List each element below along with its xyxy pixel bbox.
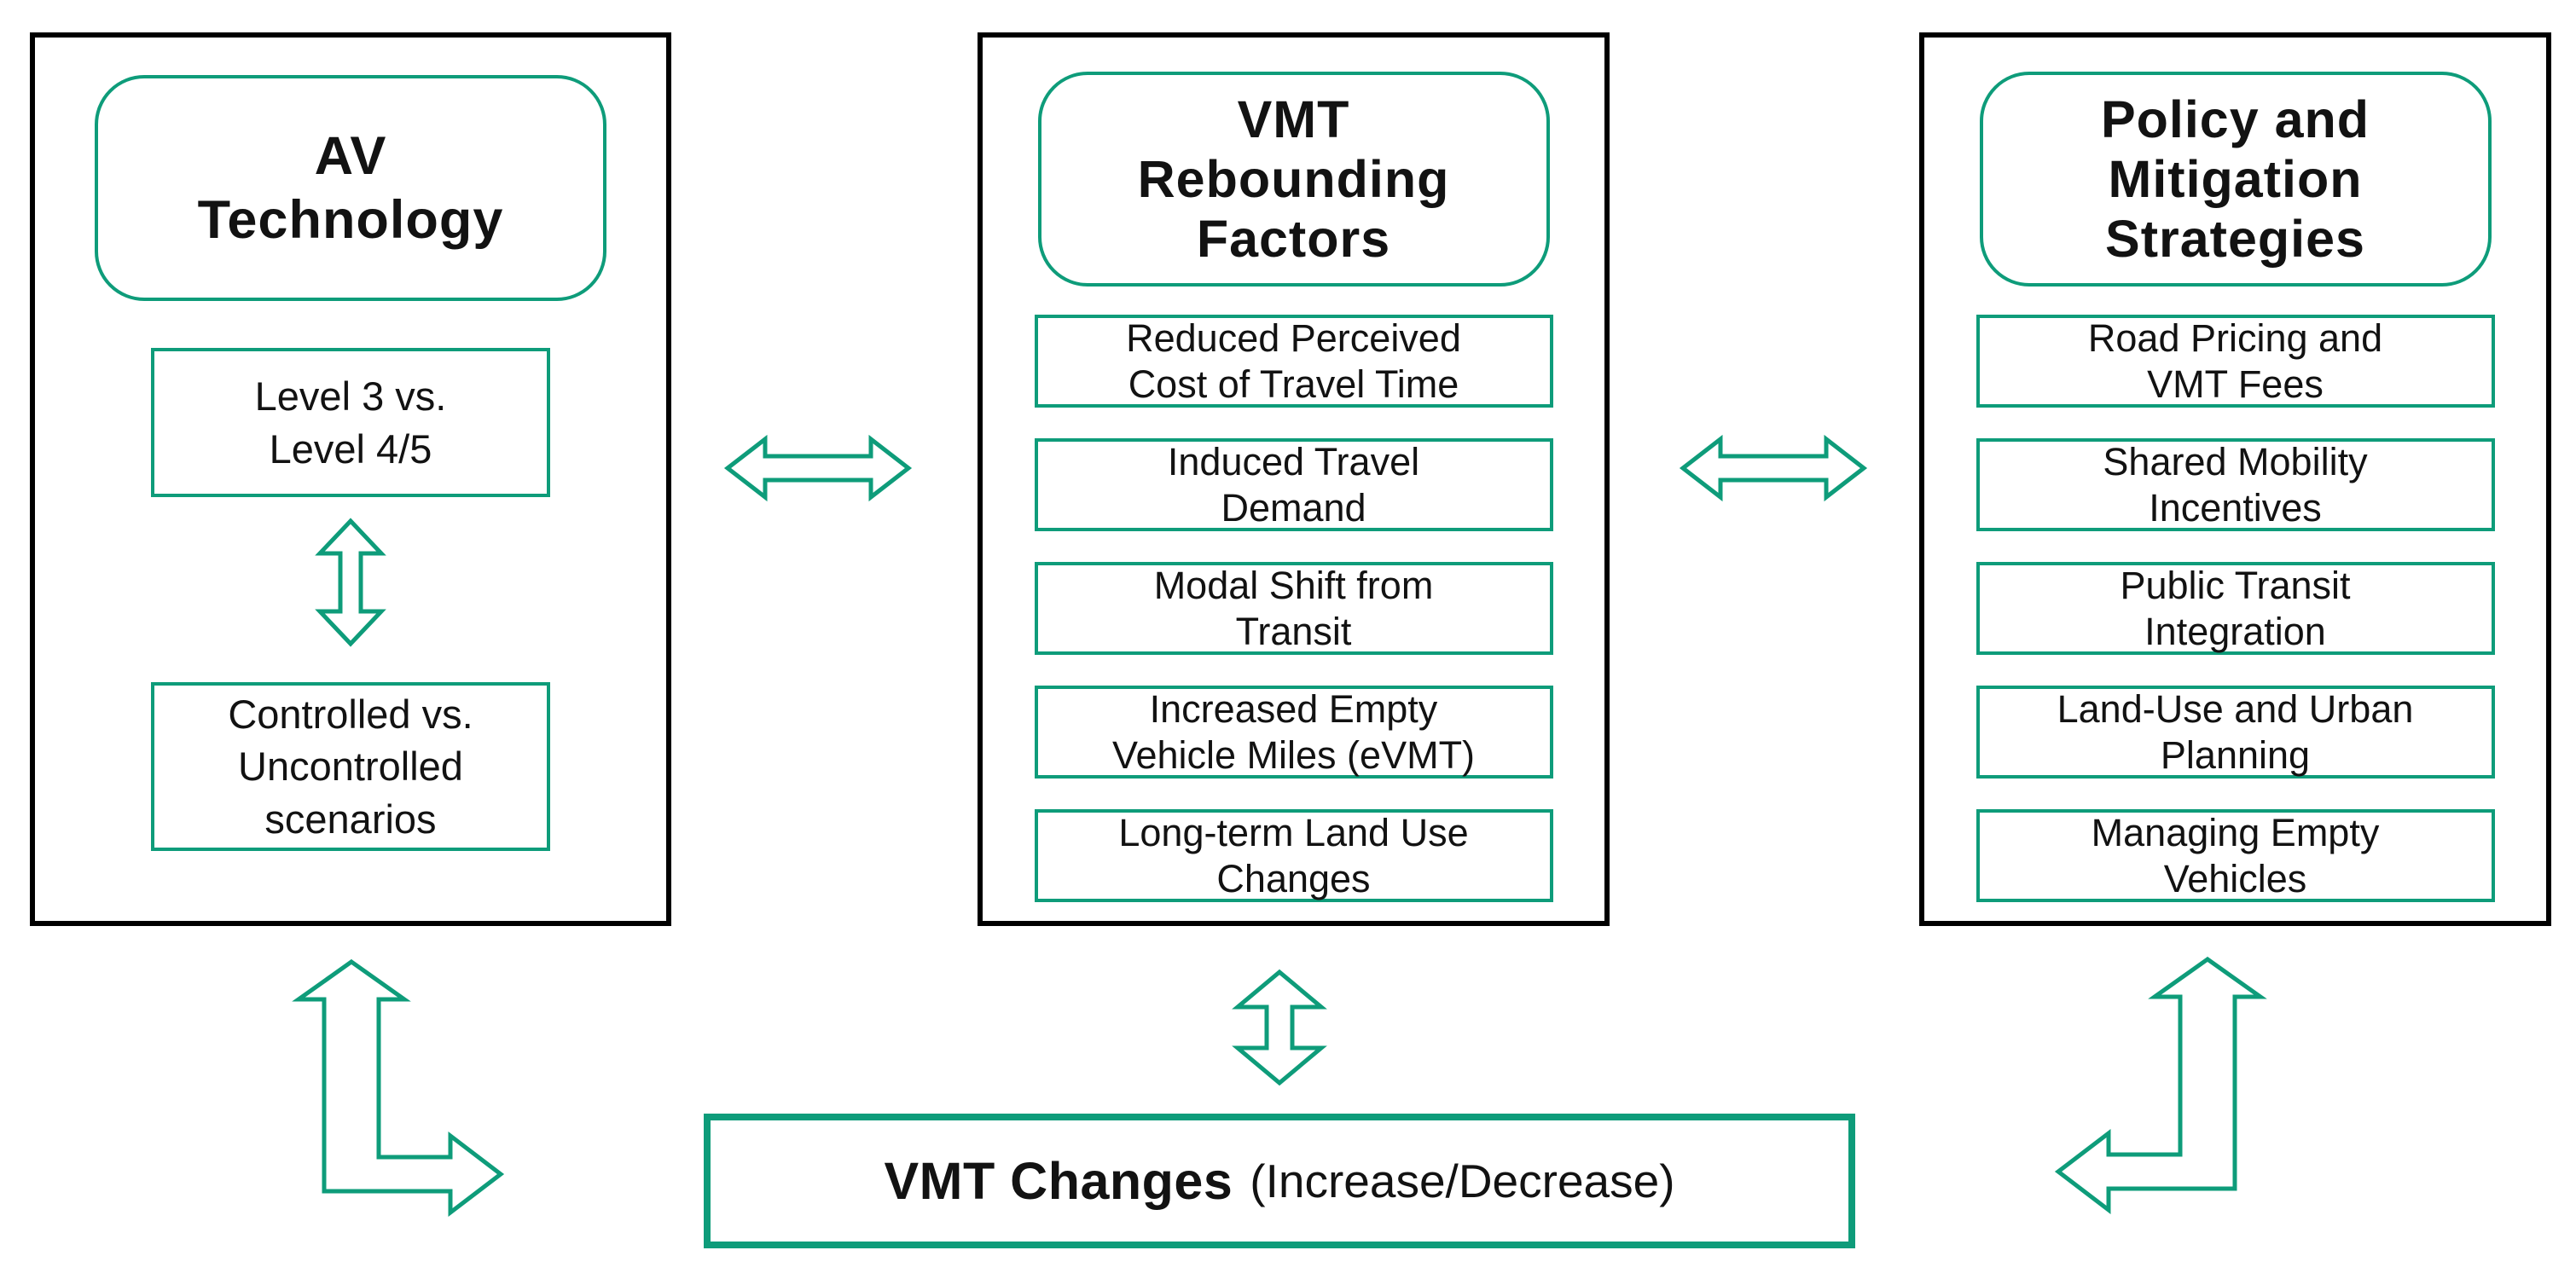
double-arrow-horizontal-vmt-policy-icon	[1679, 434, 1868, 502]
node-induced-travel-demand: Induced Travel Demand	[1034, 438, 1553, 531]
node-long-term-land-use-changes: Long-term Land Use Changes	[1034, 809, 1553, 902]
panel-vmt-rebounding-factors: VMT Rebounding Factors Reduced Perceived…	[978, 32, 1610, 926]
node-public-transit-integration: Public Transit Integration	[1976, 562, 2495, 655]
node-increased-empty-vehicle-miles: Increased Empty Vehicle Miles (eVMT)	[1034, 686, 1553, 779]
node-road-pricing-vmt-fees: Road Pricing and VMT Fees	[1976, 315, 2495, 408]
double-arrow-horizontal-av-vmt-icon	[723, 434, 913, 502]
av-technology-title-box: AV Technology	[95, 75, 606, 301]
node-modal-shift-from-transit: Modal Shift from Transit	[1034, 562, 1553, 655]
node-level-3-vs-level-4-5: Level 3 vs. Level 4/5	[151, 348, 550, 497]
node-shared-mobility-incentives: Shared Mobility Incentives	[1976, 438, 2495, 531]
policy-mitigation-strategies-title-box: Policy and Mitigation Strategies	[1979, 72, 2492, 287]
node-land-use-urban-planning: Land-Use and Urban Planning	[1976, 686, 2495, 779]
bent-double-arrow-av-changes-icon	[292, 958, 505, 1218]
panel-av-technology: AV Technology Level 3 vs. Level 4/5 Cont…	[30, 32, 671, 926]
double-arrow-vertical-vmt-changes-icon	[1232, 969, 1327, 1086]
vmt-rebounding-factors-title-box: VMT Rebounding Factors	[1037, 72, 1550, 287]
bent-double-arrow-changes-policy-icon	[2054, 956, 2267, 1215]
node-reduced-perceived-cost: Reduced Perceived Cost of Travel Time	[1034, 315, 1553, 408]
node-managing-empty-vehicles: Managing Empty Vehicles	[1976, 809, 2495, 902]
vmt-changes-label-bold: VMT Changes	[884, 1152, 1233, 1210]
vmt-changes-label-increase-decrease: (Increase/Decrease)	[1250, 1155, 1675, 1207]
double-arrow-vertical-av-internal-icon	[315, 518, 386, 647]
panel-policy-mitigation-strategies: Policy and Mitigation Strategies Road Pr…	[1919, 32, 2551, 926]
node-vmt-changes: VMT Changes (Increase/Decrease)	[704, 1114, 1855, 1248]
node-controlled-vs-uncontrolled: Controlled vs. Uncontrolled scenarios	[151, 682, 550, 851]
